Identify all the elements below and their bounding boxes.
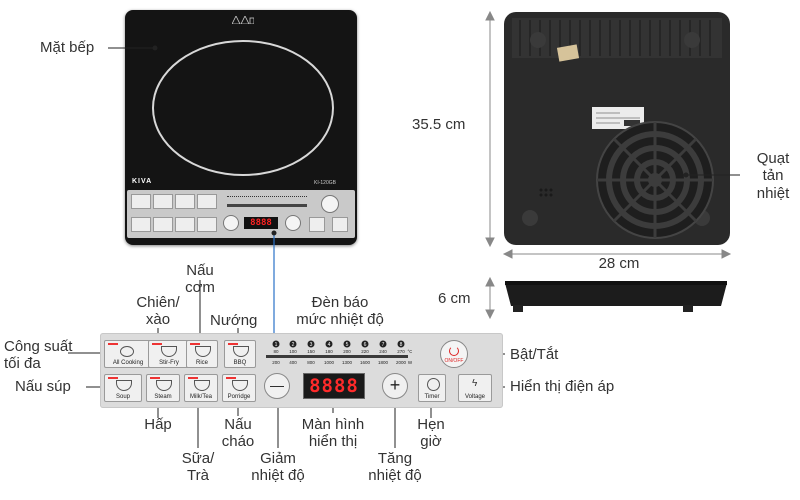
label-height: 35.5 cm [412, 116, 466, 133]
label-steam: Hấp [144, 416, 172, 433]
svg-text:150: 150 [307, 349, 315, 354]
svg-text:270: 270 [397, 349, 405, 354]
svg-text:100: 100 [289, 349, 297, 354]
bbq-button[interactable]: BBQ [224, 340, 256, 368]
cooking-zone-ring [152, 40, 334, 176]
brand-logo: KIVA [132, 178, 153, 185]
svg-text:1300: 1300 [342, 360, 353, 365]
level-2: 2 [292, 342, 295, 348]
lightning-icon: ϟ [472, 378, 478, 389]
level-6: 6 [364, 342, 367, 348]
svg-text:W: W [408, 360, 412, 365]
svg-text:200: 200 [272, 360, 280, 365]
svg-text:220: 220 [361, 349, 369, 354]
level-7: 7 [382, 342, 385, 348]
svg-text:180: 180 [325, 349, 333, 354]
milk-tea-button[interactable]: Milk/Tea [184, 374, 218, 402]
label-milk-tea: Sữa/Trà [181, 450, 215, 485]
label-soup: Nấu súp [15, 378, 71, 395]
label-voltage: Hiển thị điện áp [510, 378, 615, 395]
timer-button[interactable]: Timer [418, 374, 446, 402]
label-thickness: 6 cm [438, 290, 471, 307]
increase-temp-button[interactable]: + [382, 373, 408, 399]
svg-text:200: 200 [343, 349, 351, 354]
label-grill: Nướng [210, 312, 258, 329]
level-4: 4 [328, 342, 331, 348]
level-3: 3 [310, 342, 313, 348]
mini-display: 8888 [244, 217, 278, 229]
level-1: 1 [275, 342, 278, 348]
svg-text:400: 400 [289, 360, 297, 365]
soup-button[interactable]: Soup [104, 374, 142, 402]
porridge-button[interactable]: Porridge [222, 374, 256, 402]
steam-button[interactable]: Steam [146, 374, 180, 402]
label-surface: Mặt bếp [40, 39, 95, 56]
svg-text:1000: 1000 [324, 360, 335, 365]
temperature-level-indicator: 1 2 3 4 5 6 7 8 80 100 150 180 200 220 240 270°C 200 40… [262, 340, 412, 366]
svg-text:1600: 1600 [360, 360, 371, 365]
svg-text:2000: 2000 [396, 360, 407, 365]
clock-icon [427, 378, 440, 391]
mini-control-panel: 8888 [127, 190, 355, 238]
label-power: Bật/Tắt [510, 346, 559, 363]
svg-text:1800: 1800 [378, 360, 389, 365]
all-cooking-button[interactable]: All Cooking [104, 340, 152, 368]
stir-fry-button[interactable]: Stir-Fry [148, 340, 190, 368]
power-button[interactable]: ON/OFF [440, 340, 468, 368]
level-8: 8 [400, 342, 403, 348]
power-icon [449, 346, 459, 356]
svg-text:°C: °C [407, 349, 412, 354]
label-width: 28 cm [598, 255, 640, 272]
svg-text:80: 80 [273, 349, 279, 354]
decrease-temp-button[interactable]: — [264, 373, 290, 399]
label-stir-fry: Chiên/xào [136, 294, 180, 329]
warning-icons [232, 16, 254, 24]
voltage-button[interactable]: ϟ Voltage [458, 374, 492, 402]
svg-text:240: 240 [379, 349, 387, 354]
level-5: 5 [346, 342, 349, 348]
svg-text:800: 800 [307, 360, 315, 365]
model-number: KI-120GB [314, 180, 336, 186]
rice-button[interactable]: Rice [186, 340, 218, 368]
digital-display: 8888 [303, 373, 365, 399]
